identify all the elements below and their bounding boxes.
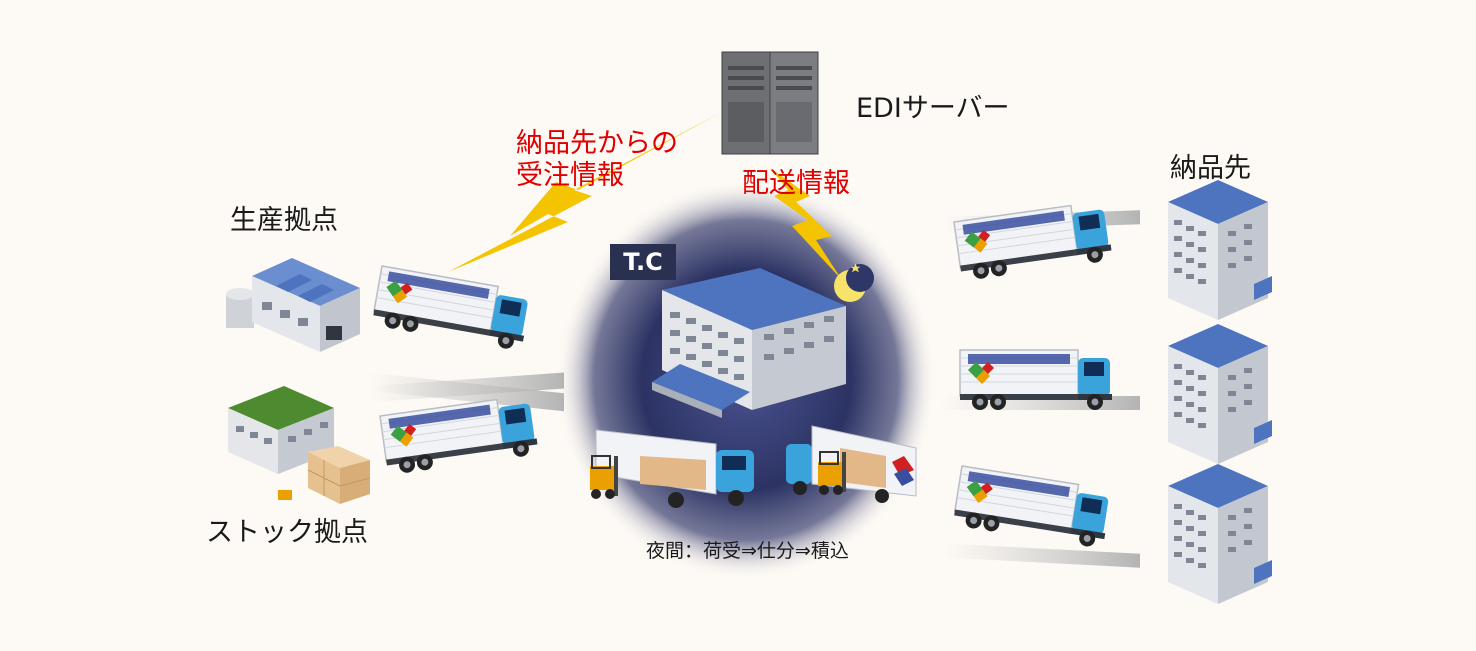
night-process-label: 夜間：荷受⇒仕分⇒積込 (646, 540, 849, 562)
stock-base-label: ストック拠点 (206, 517, 368, 548)
edi-server-label: EDIサーバー (856, 93, 1010, 124)
cargo-truck-icon (379, 394, 540, 477)
arrow-right-icon (944, 543, 1140, 568)
cargo-boxes (278, 446, 371, 504)
destination-label: 納品先 (1170, 153, 1251, 184)
office-building-icon (1168, 464, 1272, 604)
order-info-line2: 受注情報 (516, 160, 624, 191)
office-building-icon (1168, 324, 1272, 464)
crescent-moon-icon (834, 263, 874, 302)
forklift-icon (818, 451, 846, 495)
loading-truck (595, 429, 754, 508)
lightning-bolt-icon (448, 112, 722, 272)
production-base-label: 生産拠点 (230, 205, 338, 236)
forklift-icon (590, 455, 618, 499)
order-info-label: 納品先からの 受注情報 (516, 128, 678, 192)
server-rack-icon (721, 51, 819, 155)
arrow-right-icon (370, 372, 564, 403)
cargo-truck-icon (370, 265, 533, 353)
cargo-truck-icon (953, 200, 1114, 283)
factory-icon (226, 258, 360, 352)
office-building-icon (1168, 180, 1272, 320)
lightning-bolt-icon (770, 168, 842, 280)
tc-building (652, 268, 846, 418)
delivery-info-label: 配送情報 (742, 168, 850, 199)
cargo-truck-icon (951, 465, 1113, 550)
order-info-line1: 納品先からの (516, 128, 678, 159)
tc-badge: T.C (610, 244, 676, 280)
